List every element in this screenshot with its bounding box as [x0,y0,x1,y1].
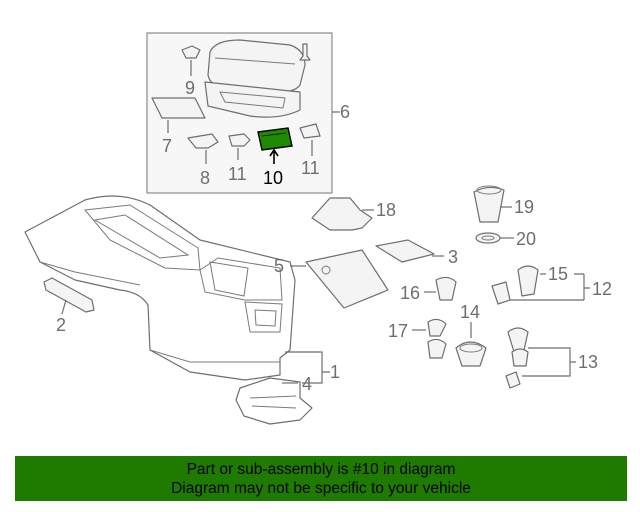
console-body [24,195,296,381]
callout-12: 12 [592,279,612,299]
part-11-left-bracket [228,133,251,160]
part-16-holder [424,276,457,301]
part-17-holder [412,318,447,359]
screw-small [299,43,311,61]
callout-19: 19 [514,197,534,217]
part-18-shift-boot [311,197,374,231]
callout-8: 8 [200,168,210,188]
callout-1: 1 [330,362,340,382]
callout-11-right: 11 [301,158,320,178]
part-10-highlighted [257,127,293,164]
part-12-assembly [491,265,590,305]
part-20-ring [475,232,514,244]
callout-13: 13 [578,352,598,372]
footer-line-1: Part or sub-assembly is #10 in diagram [186,460,456,478]
part-9-clip [181,45,201,76]
callout-4: 4 [302,374,312,394]
callout-14: 14 [460,302,480,322]
armrest-lid [204,39,306,118]
part-11-right-bracket [299,123,321,156]
callout-9: 9 [185,78,195,98]
callout-16: 16 [400,283,420,303]
callout-2: 2 [56,315,66,335]
callout-6: 6 [340,102,350,122]
callout-18: 18 [376,200,396,220]
callout-11-left: 11 [228,164,247,184]
part-3-pad [375,239,444,263]
callout-3: 3 [448,247,458,267]
callout-5: 5 [274,256,284,276]
part-13-assembly [505,327,576,389]
footer-banner: Part or sub-assembly is #10 in diagram D… [15,456,627,501]
footer-line-2: Diagram may not be specific to your vehi… [171,479,471,497]
part-2-trim [43,277,95,315]
part-7-pad [151,97,206,133]
part-5-panel [290,249,389,309]
callout-15: 15 [548,264,568,284]
part-8-bracket [187,133,219,164]
part-14-cup-holder [455,322,487,367]
part-19-cup [473,185,512,223]
callout-20: 20 [516,229,536,249]
part-4-lower-bracket [235,377,313,425]
callout-7: 7 [162,136,172,156]
callout-10: 10 [263,168,283,188]
callout-17: 17 [388,321,408,341]
